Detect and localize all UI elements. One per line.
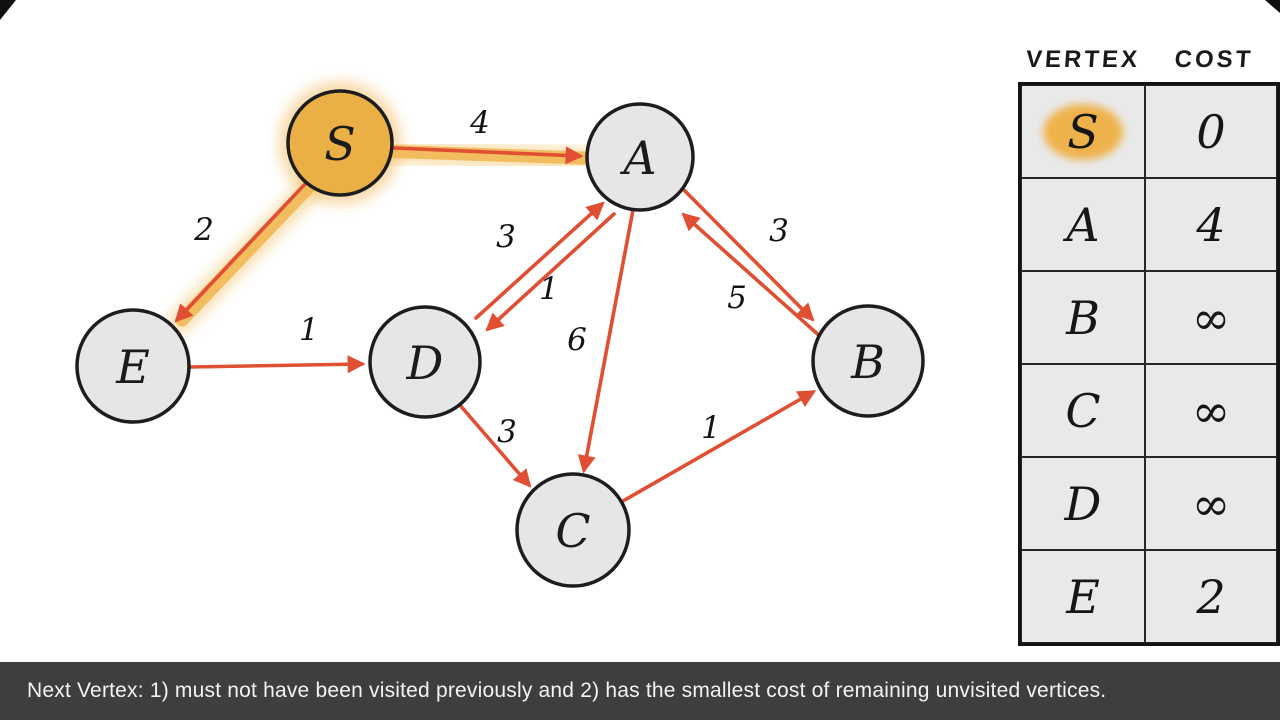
cost-cell-c: ∞ bbox=[1145, 364, 1277, 457]
edge-a-d bbox=[485, 212, 616, 332]
edge-c-b bbox=[621, 390, 817, 503]
header-vertex: VERTEX bbox=[1025, 46, 1141, 73]
node-label-e: E bbox=[115, 340, 150, 394]
edge-weights: 4 2 1 3 1 6 3 5 3 1 bbox=[193, 105, 789, 450]
vertex-cell-d: D bbox=[1021, 457, 1145, 550]
cost-table-row: D ∞ bbox=[1021, 457, 1277, 550]
edge-weight-d-a: 3 bbox=[496, 219, 516, 255]
node-label-d: D bbox=[406, 336, 444, 390]
graph-node-d: D bbox=[368, 305, 482, 419]
edge-s-e bbox=[174, 182, 307, 323]
edge-s-a bbox=[392, 146, 584, 165]
node-label-s: S bbox=[324, 117, 356, 171]
edge-b-a bbox=[681, 212, 824, 340]
graph-node-e: E bbox=[75, 308, 191, 424]
edge-weight-a-c: 6 bbox=[567, 322, 587, 358]
edge-d-a bbox=[474, 201, 605, 320]
caption-text: Next Vertex: 1) must not have been visit… bbox=[27, 679, 1107, 702]
graph-node-b: B bbox=[811, 304, 925, 418]
node-label-a: A bbox=[619, 131, 656, 185]
vertex-cell-e: E bbox=[1021, 550, 1145, 643]
highlight-blob bbox=[1043, 103, 1123, 160]
graph-canvas: S A E D B C 4 bbox=[75, 81, 925, 588]
vertex-cell-s: S bbox=[1021, 85, 1145, 178]
header-cost: COST bbox=[1173, 46, 1255, 73]
graph-nodes: S A E D B C bbox=[75, 89, 925, 588]
edge-weight-s-e: 2 bbox=[193, 212, 214, 248]
cost-table-section: VERTEX COST S 0 A 4 B ∞ bbox=[1018, 46, 1280, 646]
caption-bar: Next Vertex: 1) must not have been visit… bbox=[0, 662, 1280, 720]
edge-d-c bbox=[457, 402, 532, 488]
cost-table-headers: VERTEX COST bbox=[1017, 46, 1280, 74]
node-label-b: B bbox=[850, 335, 885, 389]
vertex-cell-a: A bbox=[1021, 178, 1145, 271]
cost-table-row: C ∞ bbox=[1021, 364, 1277, 457]
cost-table-row: E 2 bbox=[1021, 550, 1277, 643]
edge-a-b bbox=[682, 188, 815, 322]
graph-node-a: A bbox=[585, 102, 695, 212]
cost-cell-d: ∞ bbox=[1145, 457, 1277, 550]
edge-weight-s-a: 4 bbox=[469, 105, 490, 141]
edge-weight-a-b: 3 bbox=[769, 213, 789, 249]
cost-cell-b: ∞ bbox=[1145, 271, 1277, 364]
cost-table: S 0 A 4 B ∞ C ∞ bbox=[1018, 82, 1280, 646]
edge-weight-c-b: 1 bbox=[701, 410, 721, 446]
edge-weight-d-c: 3 bbox=[497, 414, 517, 450]
edge-a-c bbox=[577, 208, 635, 474]
cost-cell-a: 4 bbox=[1145, 178, 1277, 271]
cost-cell-e: 2 bbox=[1145, 550, 1277, 643]
cost-table-row: B ∞ bbox=[1021, 271, 1277, 364]
graph-node-c: C bbox=[515, 472, 631, 588]
edge-weight-e-d: 1 bbox=[299, 312, 319, 348]
cost-table-row: S 0 bbox=[1021, 85, 1277, 178]
cost-table-row: A 4 bbox=[1021, 178, 1277, 271]
vertex-cell-b: B bbox=[1021, 271, 1145, 364]
graph-node-s: S bbox=[286, 89, 394, 197]
edge-weight-a-d: 1 bbox=[539, 271, 559, 307]
graph-edges bbox=[174, 146, 824, 503]
node-label-c: C bbox=[555, 504, 590, 558]
cost-cell-s: 0 bbox=[1145, 85, 1277, 178]
edge-weight-b-a: 5 bbox=[727, 280, 747, 316]
edge-e-d bbox=[188, 355, 366, 374]
vertex-cell-c: C bbox=[1021, 364, 1145, 457]
